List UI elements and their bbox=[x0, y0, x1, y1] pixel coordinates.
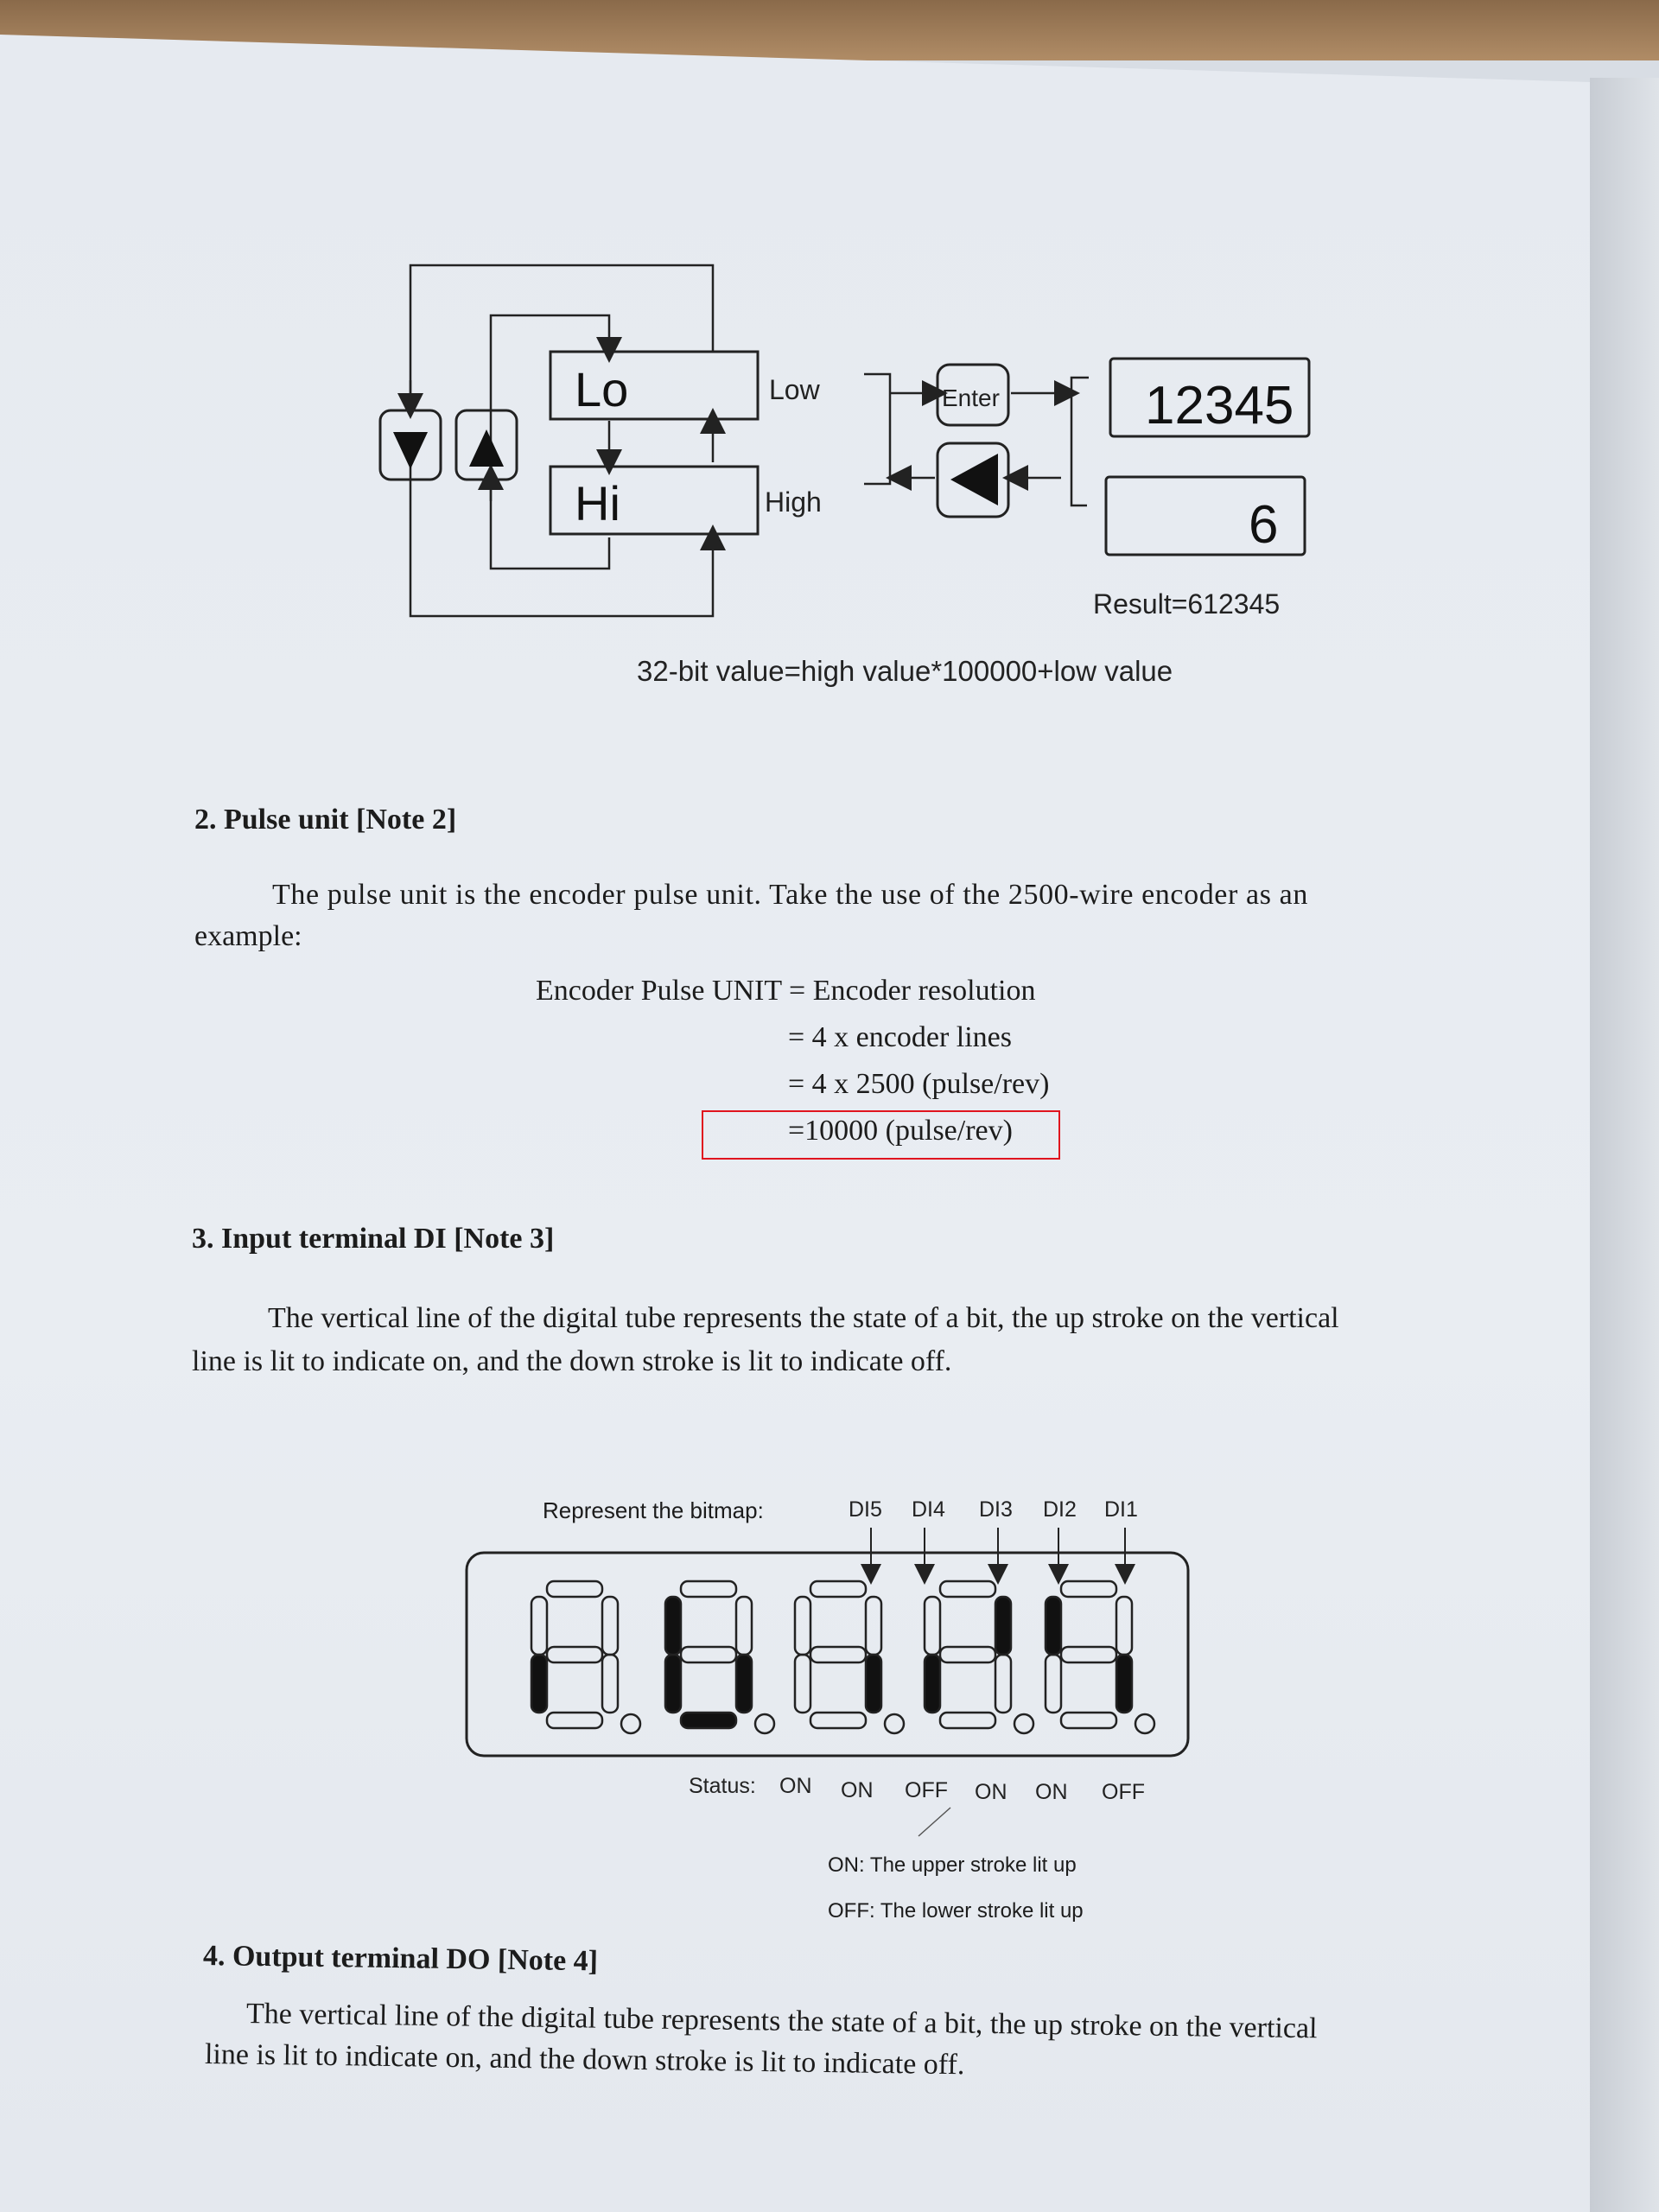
digit-segment-c bbox=[601, 1653, 620, 1714]
decimal-point bbox=[1013, 1713, 1035, 1735]
di5-label: DI5 bbox=[849, 1497, 882, 1522]
high-value-display: 6 bbox=[1249, 495, 1278, 555]
digit-segment-e bbox=[530, 1653, 549, 1714]
digit-segment-c bbox=[1115, 1653, 1134, 1714]
digit-segment-b bbox=[994, 1595, 1013, 1656]
digit-segment-e bbox=[793, 1653, 812, 1714]
digit-segment-d bbox=[545, 1711, 604, 1730]
digit-segment-e bbox=[664, 1653, 683, 1714]
digit-segment-c bbox=[864, 1653, 883, 1714]
pencil-mark bbox=[918, 1807, 951, 1837]
digit-segment-g bbox=[938, 1645, 997, 1664]
page-edge bbox=[1590, 78, 1659, 2212]
document-page bbox=[0, 35, 1616, 2212]
digit-segment-b bbox=[734, 1595, 753, 1656]
section4-heading: 4. Output terminal DO [Note 4] bbox=[202, 1940, 599, 1978]
highlight-box bbox=[702, 1110, 1060, 1160]
section3-para-line2: line is lit to indicate on, and the down… bbox=[192, 1345, 952, 1377]
digit-segment-b bbox=[864, 1595, 883, 1656]
digit-segment-d bbox=[938, 1711, 997, 1730]
digit-segment-a bbox=[938, 1580, 997, 1599]
digit-segment-f bbox=[1044, 1595, 1063, 1656]
digit-segment-f bbox=[664, 1595, 683, 1656]
decimal-point bbox=[883, 1713, 906, 1735]
digit-segment-e bbox=[1044, 1653, 1063, 1714]
digit-segment-a bbox=[809, 1580, 868, 1599]
digit-segment-g bbox=[809, 1645, 868, 1664]
digit-segment-a bbox=[545, 1580, 604, 1599]
section2-para-line2: example: bbox=[194, 920, 302, 952]
digit-segment-d bbox=[809, 1711, 868, 1730]
section2-heading: 2. Pulse unit [Note 2] bbox=[194, 804, 457, 836]
formula-line-1: Encoder Pulse UNIT = Encoder resolution bbox=[536, 975, 1036, 1007]
status-value: ON bbox=[841, 1778, 874, 1802]
high-label: High bbox=[765, 486, 822, 518]
decimal-point bbox=[1134, 1713, 1156, 1735]
legend-off: OFF: The lower stroke lit up bbox=[828, 1899, 1084, 1923]
section3-para-line1: The vertical line of the digital tube re… bbox=[268, 1302, 1339, 1334]
section2-para-line1: The pulse unit is the encoder pulse unit… bbox=[272, 879, 1308, 911]
status-value: OFF bbox=[905, 1778, 948, 1802]
digit-segment-c bbox=[734, 1653, 753, 1714]
status-value: ON bbox=[1035, 1780, 1068, 1804]
decimal-point bbox=[753, 1713, 776, 1735]
digital-tube-diagram: DI5 DI4 DI3 DI2 DI1 Status: ON ON OFF ON… bbox=[465, 1497, 1190, 1837]
low-label: Low bbox=[769, 374, 821, 405]
status-value: ON bbox=[975, 1780, 1007, 1804]
formula-line-2: = 4 x encoder lines bbox=[788, 1021, 1012, 1053]
legend-on: ON: The upper stroke lit up bbox=[828, 1853, 1077, 1877]
decimal-point bbox=[620, 1713, 642, 1735]
digit-segment-g bbox=[545, 1645, 604, 1664]
low-value-display: 12345 bbox=[1145, 376, 1294, 435]
section3-heading: 3. Input terminal DI [Note 3] bbox=[192, 1223, 555, 1255]
lo-display: Lo bbox=[575, 362, 628, 416]
digit-segment-f bbox=[793, 1595, 812, 1656]
enter-label: Enter bbox=[942, 385, 1000, 411]
up-arrow-icon bbox=[469, 429, 504, 467]
di3-label: DI3 bbox=[979, 1497, 1013, 1522]
lo-hi-diagram: Lo Hi Low High Enter 12345 6 Result=6123… bbox=[378, 264, 1311, 687]
hi-display: Hi bbox=[575, 476, 620, 531]
digit-segment-g bbox=[679, 1645, 738, 1664]
digit-segment-f bbox=[530, 1595, 549, 1656]
down-arrow-icon bbox=[393, 432, 428, 469]
bitmap-label: Represent the bitmap: bbox=[543, 1497, 764, 1523]
formula-line-4: =10000 (pulse/rev) bbox=[788, 1115, 1013, 1147]
status-label: Status: bbox=[689, 1774, 756, 1798]
digit-segment-b bbox=[1115, 1595, 1134, 1656]
digit-segment-c bbox=[994, 1653, 1013, 1714]
result-text: Result=612345 bbox=[1093, 588, 1280, 620]
status-value: OFF bbox=[1102, 1780, 1145, 1804]
di2-label: DI2 bbox=[1043, 1497, 1077, 1522]
digit-segment-d bbox=[1059, 1711, 1118, 1730]
digit-segment-f bbox=[923, 1595, 942, 1656]
digit-segment-e bbox=[923, 1653, 942, 1714]
di1-label: DI1 bbox=[1104, 1497, 1138, 1522]
left-arrow-icon bbox=[950, 454, 998, 505]
digit-segment-g bbox=[1059, 1645, 1118, 1664]
digit-segment-b bbox=[601, 1595, 620, 1656]
diagram-caption: 32-bit value=high value*100000+low value bbox=[637, 655, 1173, 687]
digit-segment-a bbox=[679, 1580, 738, 1599]
digit-segment-d bbox=[679, 1711, 738, 1730]
formula-line-3: = 4 x 2500 (pulse/rev) bbox=[788, 1068, 1050, 1100]
di4-label: DI4 bbox=[912, 1497, 945, 1522]
status-value: ON bbox=[779, 1774, 812, 1798]
digit-segment-a bbox=[1059, 1580, 1118, 1599]
